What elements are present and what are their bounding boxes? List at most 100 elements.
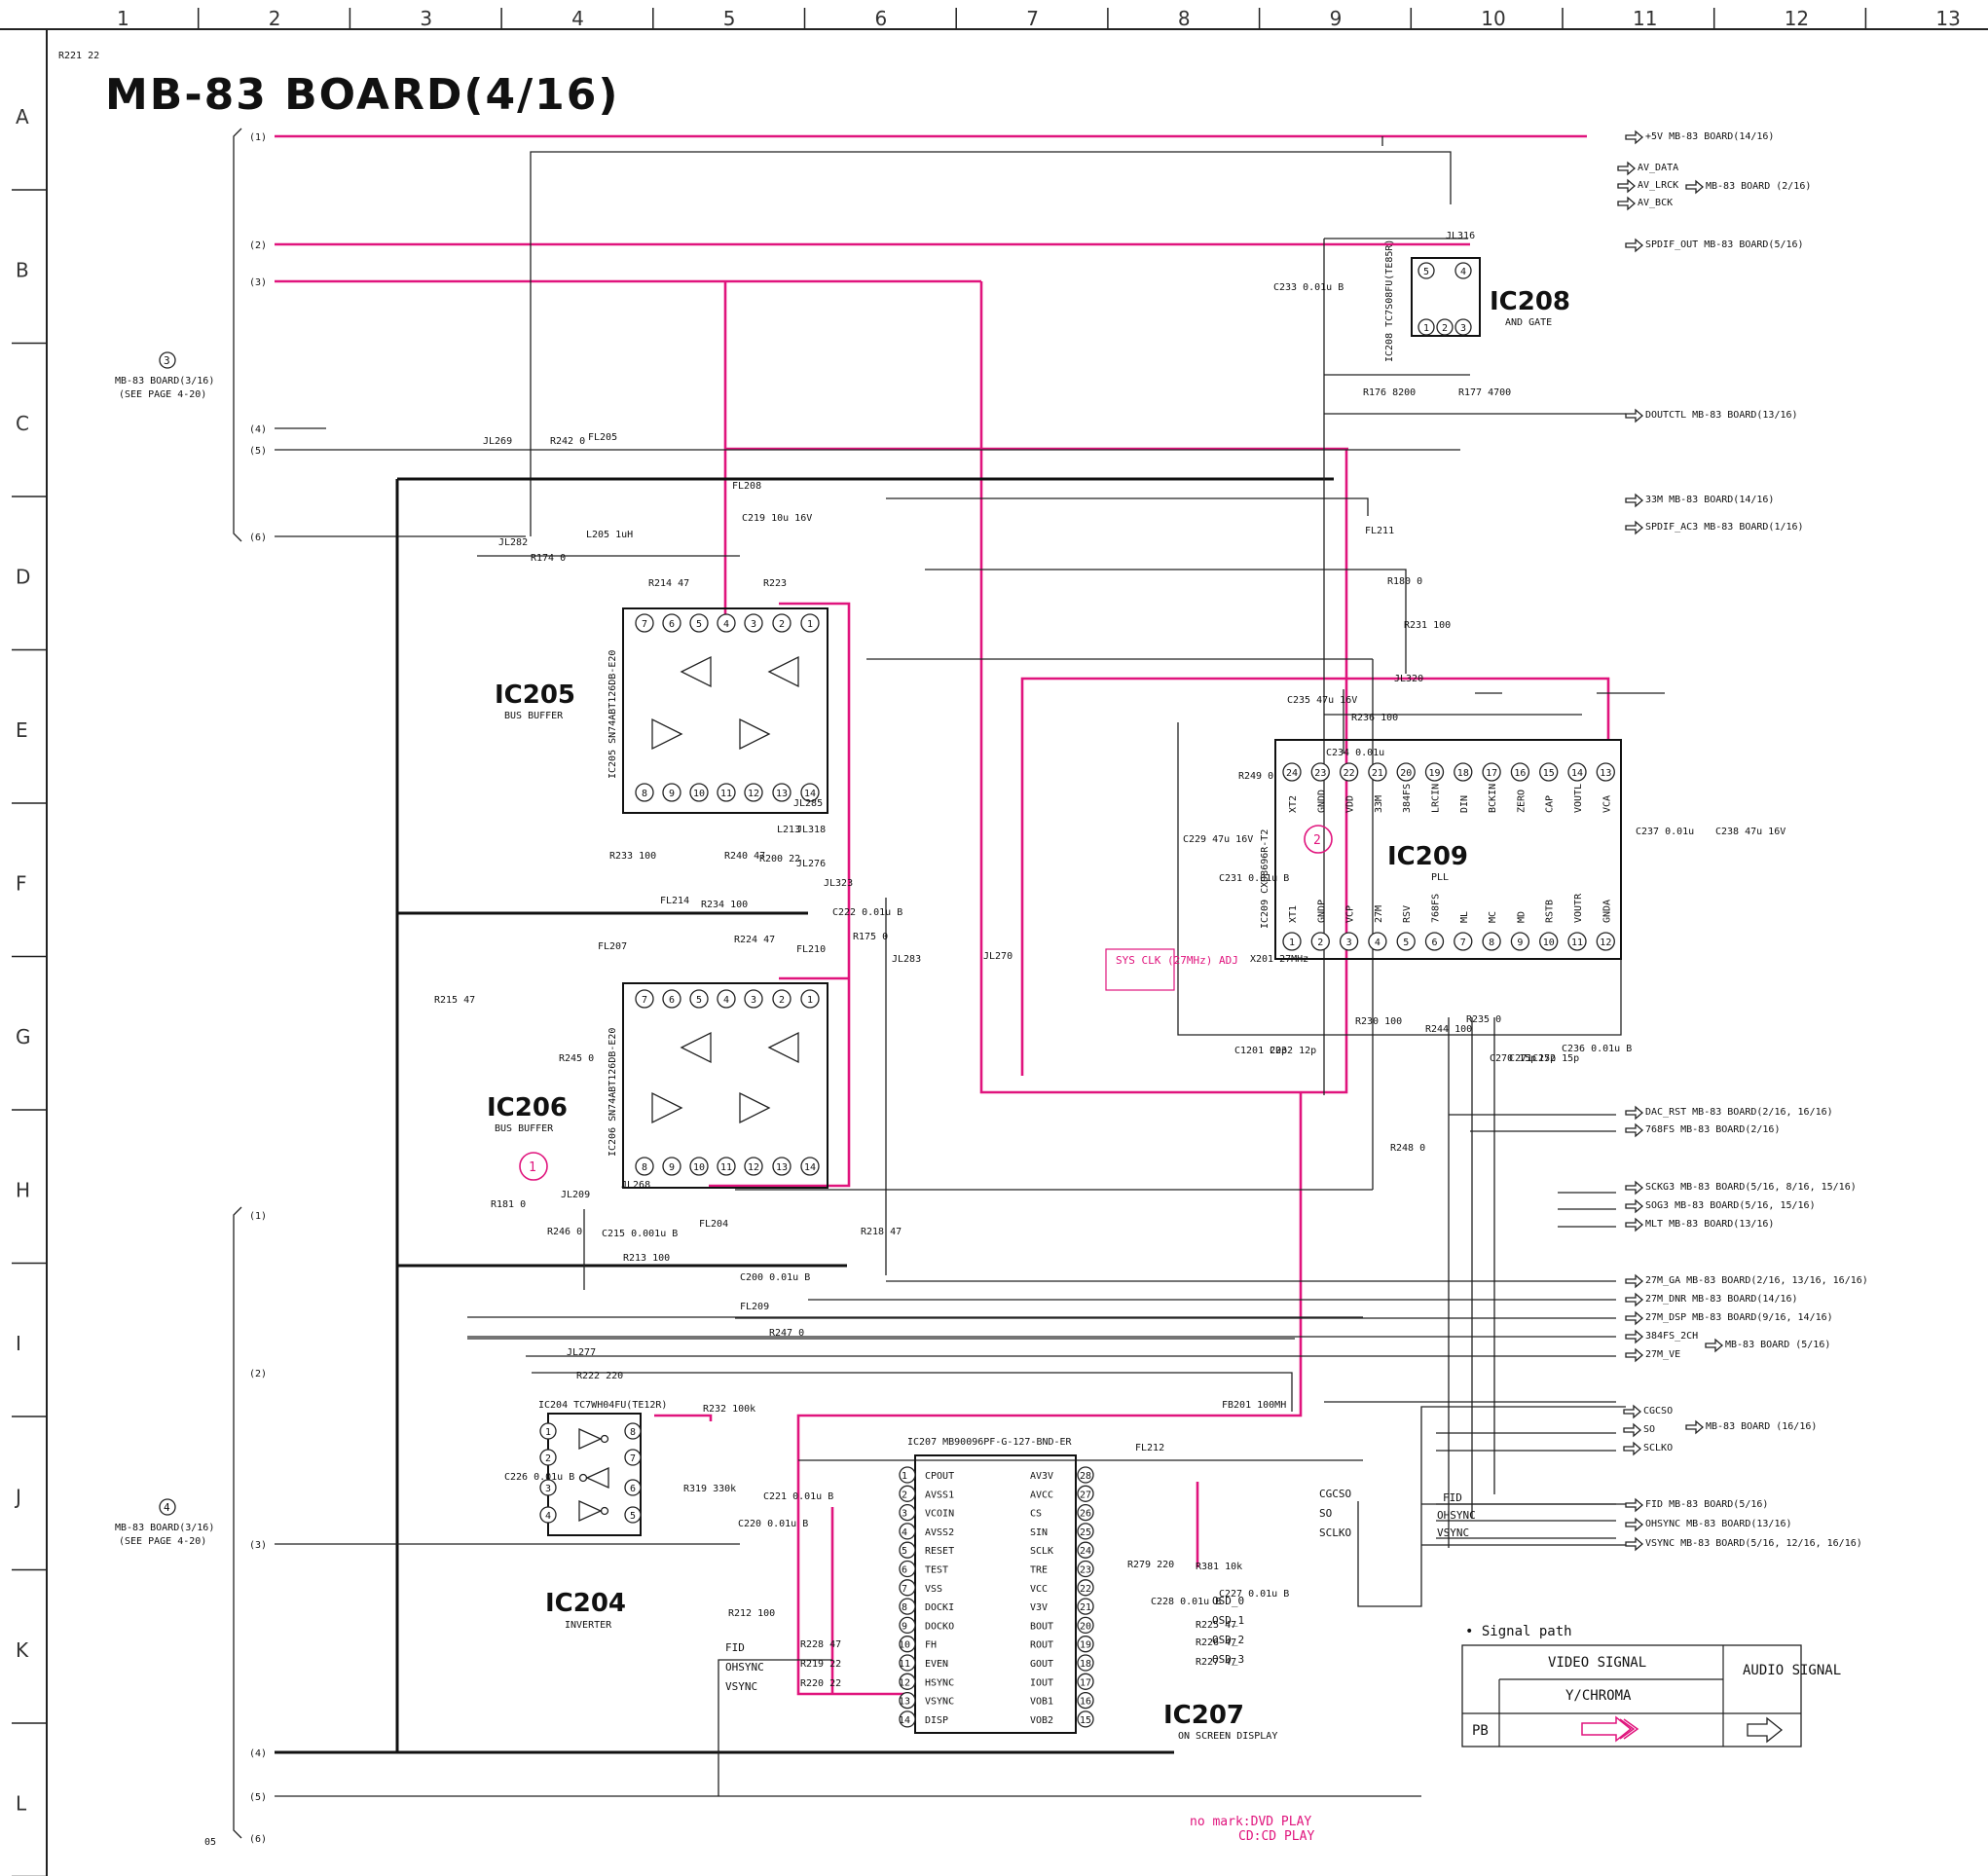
ic209-pin-label: 768FS <box>1431 894 1442 923</box>
pin-circle <box>899 1541 916 1559</box>
ic209-pin-label: 27M <box>1374 905 1384 923</box>
ic206-bus-buffer: IC206 BUS BUFFER IC206 SN74ABT126DB-E20 <box>487 982 828 1189</box>
component-label: R175 0 <box>853 932 888 942</box>
output-label: OHSYNC MB-83 BOARD(13/16) <box>1645 1519 1792 1529</box>
pin-number: 3 <box>1460 323 1466 334</box>
output-label: 768FS MB-83 BOARD(2/16) <box>1645 1124 1780 1135</box>
grid-column-12: 12 <box>1785 7 1809 30</box>
component-label: C232 12p <box>1270 1046 1316 1056</box>
component-label: FL207 <box>598 941 627 952</box>
ic209-pin-label: VCA <box>1601 795 1612 813</box>
pin-circle <box>1368 932 1387 951</box>
pin-number: 18 <box>1457 768 1469 779</box>
pin-circle <box>800 613 820 633</box>
pin-circle <box>1596 932 1615 951</box>
grid-row-L: L <box>16 1792 27 1816</box>
pin-number: 7 <box>630 1453 636 1464</box>
output-label: SCKG3 MB-83 BOARD(5/16, 8/16, 15/16) <box>1645 1182 1857 1193</box>
sig-cgcso: CGCSO <box>1319 1488 1351 1500</box>
connector-4-pin: (1) <box>249 1211 267 1222</box>
ic207-pin-label: VOB2 <box>1030 1715 1053 1726</box>
pin-number: 24 <box>1080 1546 1091 1557</box>
component-label: R176 8200 <box>1363 387 1416 398</box>
pin-circle <box>772 613 792 633</box>
connector-4-note: (SEE PAGE 4-20) <box>119 1536 206 1547</box>
pin-circle <box>1454 762 1473 782</box>
pin-number: 2 <box>1442 323 1448 334</box>
pin-circle <box>1454 262 1472 279</box>
pin-number: 6 <box>630 1484 636 1494</box>
pin-circle <box>1417 318 1435 336</box>
pin-circle <box>1077 1598 1094 1615</box>
pin-circle <box>1567 762 1587 782</box>
component-label: JL282 <box>498 537 528 548</box>
output-label: AV_LRCK <box>1638 180 1678 191</box>
component-label: C200 0.01u B <box>740 1272 810 1283</box>
component-label: R279 220 <box>1127 1560 1174 1570</box>
connector-3-note: (SEE PAGE 4-20) <box>119 389 206 400</box>
ic209-pin-label: VDD <box>1345 795 1356 813</box>
pin-circle <box>624 1506 642 1524</box>
output-label: AV_BCK <box>1638 198 1673 208</box>
ic207-pin-label: HSYNC <box>925 1677 954 1688</box>
ic209-pin-label: LRCIN <box>1431 784 1442 813</box>
pin-circle <box>1077 1710 1094 1728</box>
pin-number: 22 <box>1344 768 1355 779</box>
marker-1: 1 <box>529 1160 536 1175</box>
output-label: 27M_VE <box>1645 1349 1680 1360</box>
component-label: R234 100 <box>701 900 748 910</box>
pin-circle <box>1368 762 1387 782</box>
legend-audio-col-1: AUDIO SIGNAL <box>1743 1663 1841 1678</box>
pin-number: 17 <box>1080 1677 1091 1688</box>
inverter-bubble-icon <box>600 1506 609 1516</box>
output-label: 27M_DSP MB-83 BOARD(9/16, 14/16) <box>1645 1312 1833 1323</box>
component-label: C228 0.01u B <box>1151 1597 1221 1607</box>
grid-row-G: G <box>16 1025 31 1048</box>
pin-circle <box>899 1636 916 1653</box>
grid-column-4: 4 <box>571 7 584 30</box>
pin-circle <box>1454 318 1472 336</box>
pin-circle <box>1424 762 1445 782</box>
output-arrow-icon <box>1617 161 1636 176</box>
component-label: R231 100 <box>1404 620 1451 631</box>
ic207-pin-label: GOUT <box>1030 1659 1053 1670</box>
connector-4-pin: (3) <box>249 1540 267 1551</box>
pin-number: 6 <box>902 1565 907 1576</box>
pin-number: 1 <box>545 1427 551 1438</box>
pin-circle <box>744 613 763 633</box>
component-label: C215 0.001u B <box>602 1229 678 1239</box>
pin-number: 11 <box>720 789 732 799</box>
ic209-pin-label: 384FS <box>1402 784 1413 813</box>
pin-number: 28 <box>1080 1471 1091 1482</box>
ic207-pin-label: ROUT <box>1030 1640 1053 1651</box>
output-label: MB-83 BOARD (2/16) <box>1706 181 1811 192</box>
component-label: R246 0 <box>547 1227 582 1237</box>
pin-number: 8 <box>1489 938 1494 948</box>
grp-vsync: VSYNC <box>1437 1527 1469 1539</box>
grid-column-8: 8 <box>1178 7 1191 30</box>
pin-number: 3 <box>1346 938 1352 948</box>
pin-circle <box>1482 932 1501 951</box>
component-label: R230 100 <box>1355 1016 1402 1027</box>
pin-circle <box>899 1673 916 1690</box>
pin-circle <box>800 989 820 1009</box>
output-label: MB-83 BOARD (5/16) <box>1725 1340 1830 1350</box>
pin-number: 25 <box>1080 1527 1091 1538</box>
inverter-gate-icon <box>585 1466 609 1490</box>
ic207-pin-label: V3V <box>1030 1602 1048 1613</box>
pin-circle <box>539 1422 557 1440</box>
component-label: C222 0.01u B <box>832 907 902 918</box>
ic209-pin-label: GNDA <box>1601 900 1612 923</box>
inverter-gate-icon <box>578 1499 603 1523</box>
sig-ohsync: OHSYNC <box>725 1661 764 1674</box>
pin-circle <box>1310 932 1330 951</box>
sig-so: SO <box>1319 1507 1332 1520</box>
pin-circle <box>539 1479 557 1496</box>
grp-ohsync: OHSYNC <box>1437 1509 1476 1522</box>
pin-number: 6 <box>669 619 675 630</box>
play-note: no mark:DVD PLAY CD:CD PLAY <box>1190 1815 1314 1844</box>
output-label: 27M_DNR MB-83 BOARD(14/16) <box>1645 1294 1798 1305</box>
pin-number: 8 <box>630 1427 636 1438</box>
ic207-ref: IC207 <box>1163 1701 1244 1730</box>
